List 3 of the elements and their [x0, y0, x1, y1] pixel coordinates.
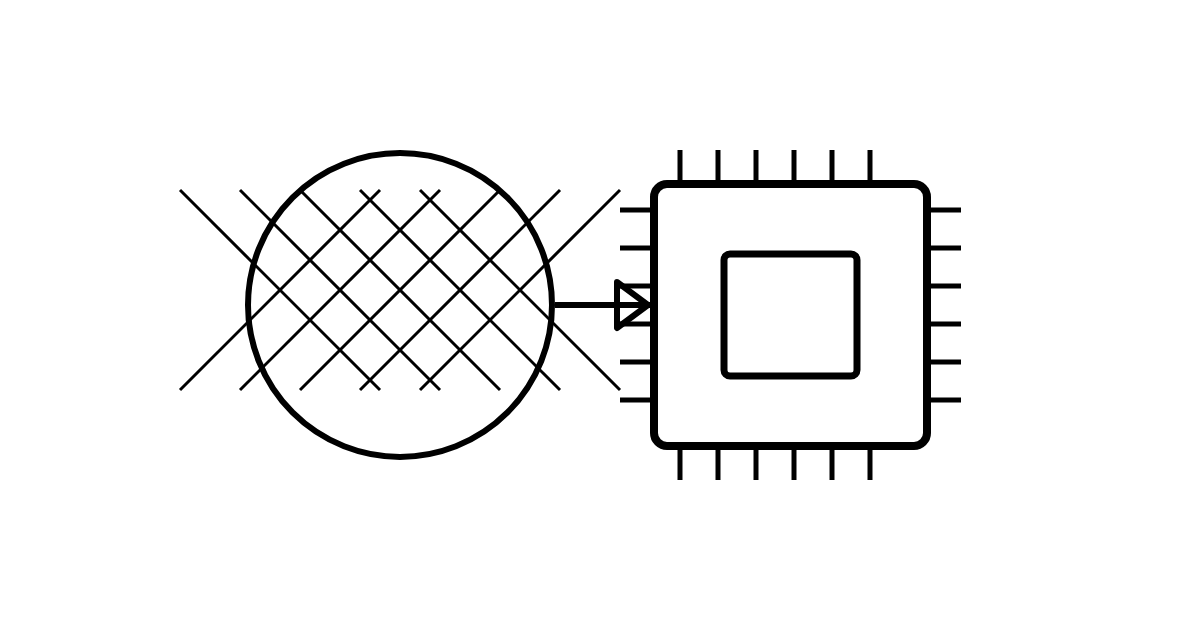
wafer	[245, 150, 555, 460]
arrow	[555, 279, 651, 331]
microchip	[650, 180, 931, 450]
